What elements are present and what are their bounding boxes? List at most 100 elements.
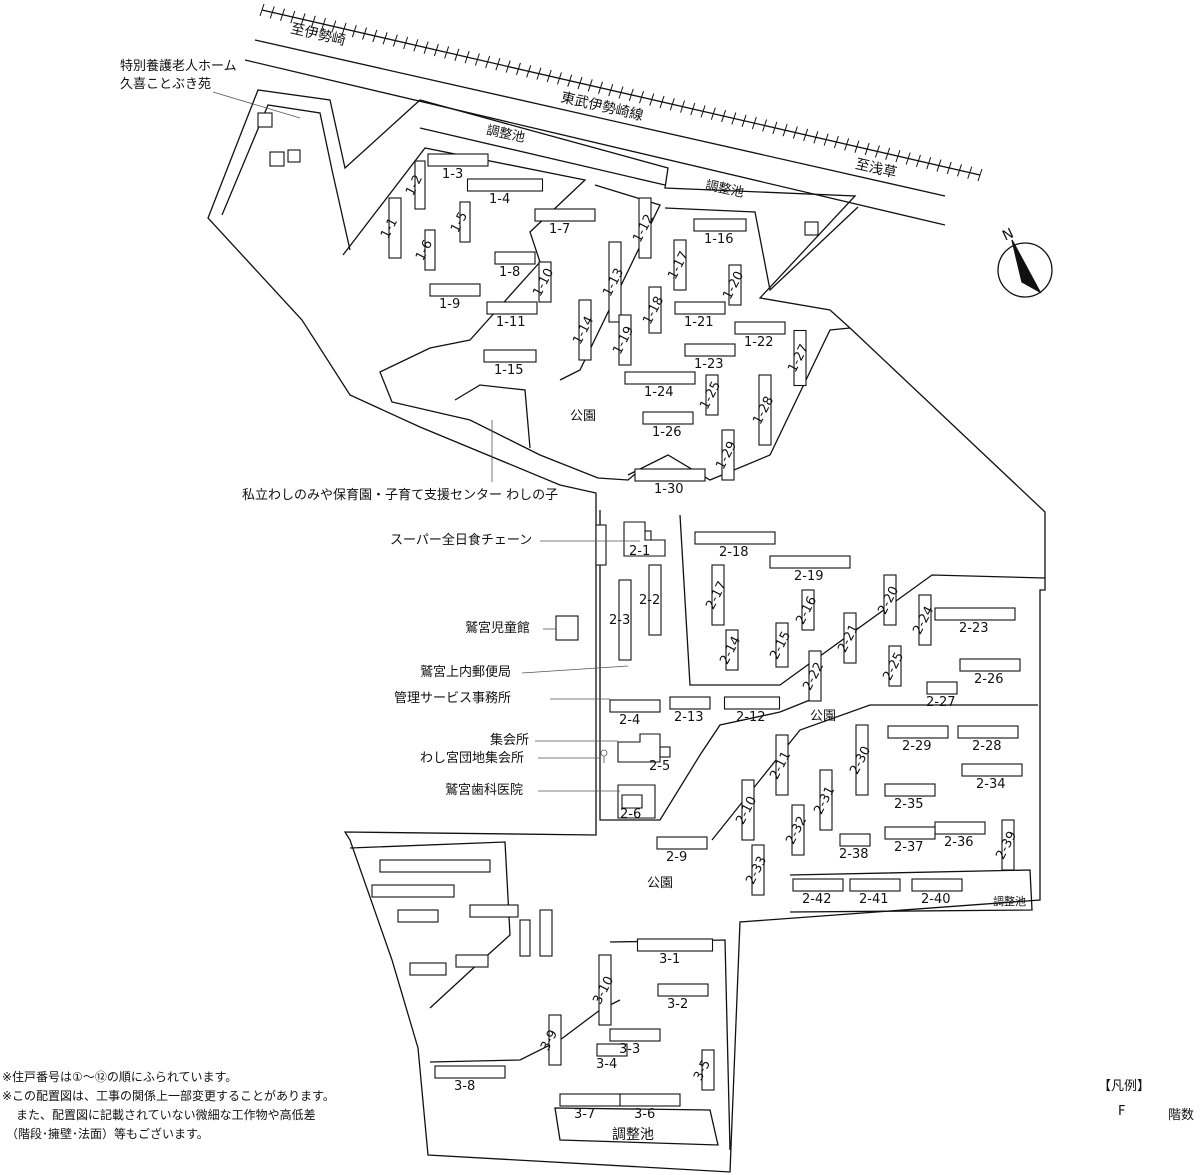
building-2-15 xyxy=(775,622,789,668)
building-2-23 xyxy=(934,607,1016,621)
building-label: 2-38 xyxy=(839,847,869,862)
building-label: 2-34 xyxy=(976,777,1006,792)
building-2-26 xyxy=(959,658,1021,672)
building-2-32 xyxy=(791,804,805,856)
building-label: 1-16 xyxy=(704,232,734,247)
building-2-31 xyxy=(819,769,833,831)
building-3-5 xyxy=(701,1049,715,1091)
building-label: 1-24 xyxy=(644,385,674,400)
building-label: 3-6 xyxy=(634,1107,656,1122)
railway-line xyxy=(259,3,983,182)
building-2-37 xyxy=(884,826,936,840)
building-label: 2-29 xyxy=(902,739,932,754)
supermarket-label: スーパー全日食チェーン xyxy=(390,533,533,548)
site-boundary xyxy=(207,89,1046,1173)
building-2-35 xyxy=(884,783,936,797)
childrens-hall-label: 鷲宮児童館 xyxy=(465,621,531,636)
legend-symbol: F xyxy=(1118,1104,1126,1119)
building-3-4 xyxy=(596,1043,628,1057)
post-office-label: 鷲宮上内郵便局 xyxy=(420,665,512,680)
building-label: 3-2 xyxy=(667,997,689,1012)
building-2-12 xyxy=(723,696,781,710)
building-2-16 xyxy=(801,589,815,631)
building-label: 1-30 xyxy=(654,482,684,497)
road-edge xyxy=(349,841,511,1009)
building-1-5 xyxy=(459,201,471,243)
building-label: 2-5 xyxy=(649,759,671,774)
building-label: 1-22 xyxy=(744,335,774,350)
nursing-home-label: 特別養護老人ホーム xyxy=(120,59,237,74)
building-1-26 xyxy=(642,411,694,425)
building-label: 3-8 xyxy=(454,1079,476,1094)
building-2-40 xyxy=(911,878,963,892)
building-1-19 xyxy=(618,314,632,366)
road-edge xyxy=(627,327,851,481)
building-2-13 xyxy=(669,696,711,710)
building-3-9 xyxy=(548,1014,562,1066)
note-line: ※住戸番号は①〜⑫の順にふられています。 xyxy=(2,1070,238,1084)
management-office-label: 管理サービス事務所 xyxy=(394,691,512,706)
building-label: 2-28 xyxy=(972,739,1002,754)
building-2-25 xyxy=(888,645,902,687)
legend-title: 【凡例】 xyxy=(1098,1079,1151,1094)
building-label: 3-7 xyxy=(574,1107,596,1122)
building-label: 2-9 xyxy=(666,850,688,865)
meeting-hall-label: 集会所 xyxy=(490,733,530,748)
building-1-30 xyxy=(634,468,706,482)
building-label: 2-18 xyxy=(719,545,749,560)
building-label: 2-6 xyxy=(620,807,642,822)
building-2-2 xyxy=(648,564,662,636)
building-1-6 xyxy=(424,229,436,271)
building-label: 1-11 xyxy=(496,315,526,330)
meeting-hall-label: わし宮団地集会所 xyxy=(420,751,525,766)
building-1-7 xyxy=(534,208,596,222)
building-label: 2-37 xyxy=(894,840,924,855)
building-label: 2-36 xyxy=(944,835,974,850)
building-1-8 xyxy=(494,251,536,265)
building-label: 3-1 xyxy=(659,952,681,967)
building-label: 1-3 xyxy=(442,167,464,182)
building-1-1 xyxy=(388,197,402,259)
building-label: 1-23 xyxy=(694,357,724,372)
building-label: 3-3 xyxy=(619,1042,641,1057)
building-label: 1-7 xyxy=(549,222,571,237)
building-2-38 xyxy=(839,833,871,847)
building-1-10 xyxy=(538,261,552,303)
building-1-29 xyxy=(721,429,735,481)
building-3-8 xyxy=(434,1065,506,1079)
building-1-16 xyxy=(693,218,747,232)
road-edge xyxy=(342,147,641,481)
building-1-15 xyxy=(483,349,537,363)
building-label: 1-26 xyxy=(652,425,682,440)
road-edge xyxy=(664,206,859,292)
road-edge xyxy=(711,704,1038,841)
road-edge xyxy=(221,104,351,251)
building-2-22 xyxy=(808,650,822,702)
building-2-30 xyxy=(855,724,869,796)
building-label: 1-15 xyxy=(494,363,524,378)
building-2-18 xyxy=(694,531,776,545)
building-1-9 xyxy=(429,283,481,297)
building-2-4 xyxy=(609,699,661,713)
building-label: 2-1 xyxy=(629,544,651,559)
nursery-label: 私立わしのみや保育園・子育て支援センター わしの子 xyxy=(242,488,559,503)
building-label: 1-4 xyxy=(489,192,511,207)
building-2-17 xyxy=(711,564,725,626)
building-3-7 xyxy=(559,1093,621,1107)
building-1-23 xyxy=(684,343,736,357)
building-1-21 xyxy=(674,301,726,315)
park-label: 公園 xyxy=(810,709,837,724)
building-3-10 xyxy=(598,954,612,1026)
building-3-3 xyxy=(609,1028,661,1042)
building-2-27 xyxy=(926,681,958,695)
nursery-lot xyxy=(454,384,531,449)
building-3-2 xyxy=(657,983,709,997)
building-label: 2-2 xyxy=(639,593,661,608)
building-2-33 xyxy=(751,844,765,896)
building-2-10 xyxy=(741,779,755,841)
building-label: 2-40 xyxy=(921,892,951,907)
road-edge xyxy=(679,514,1046,686)
building-1-24 xyxy=(624,371,696,385)
